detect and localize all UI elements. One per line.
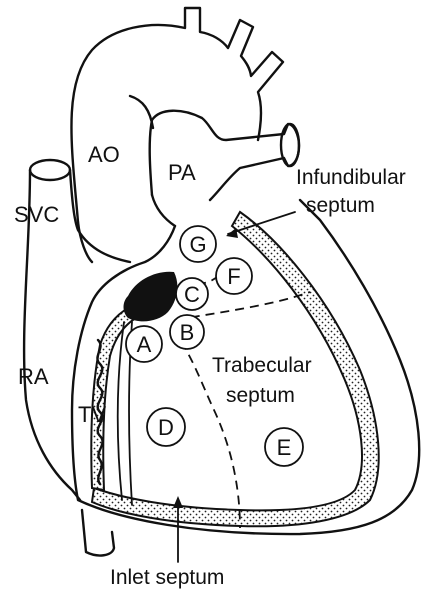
- trabecular-label-line2: septum: [226, 384, 295, 407]
- svc-label: SVC: [14, 202, 59, 227]
- infundibular-label-line2: septum: [306, 194, 375, 217]
- region-d-circle: [146, 407, 186, 447]
- ra-label: RA: [18, 364, 49, 389]
- ventricle-outer-wall: [70, 198, 421, 536]
- right-atrium-svc: [22, 158, 132, 557]
- region-f-circle: [215, 257, 253, 295]
- septal-band: [90, 210, 380, 528]
- region-f-label: F: [227, 264, 240, 289]
- region-d-label: D: [158, 415, 174, 440]
- trabecular-label-line1: Trabecular: [212, 354, 312, 377]
- region-e-circle: [264, 427, 304, 467]
- region-b-circle: [169, 314, 205, 350]
- tv-label: TV: [78, 402, 106, 427]
- region-c-label: C: [184, 282, 200, 307]
- region-b-label: B: [180, 320, 195, 345]
- pulmonary-artery: [148, 109, 301, 228]
- region-a-circle: [125, 325, 163, 363]
- region-g-circle: [179, 225, 217, 263]
- inlet-septum-label: Inlet septum: [110, 566, 224, 589]
- pa-label: PA: [168, 160, 196, 185]
- defect-circles: [125, 225, 304, 467]
- pointer-arrows: [173, 211, 296, 563]
- membranous-septum: [123, 271, 178, 322]
- ao-label: AO: [88, 142, 120, 167]
- region-g-label: G: [189, 232, 206, 257]
- infundibular-label-line1: Infundibular: [296, 166, 406, 189]
- region-a-label: A: [137, 332, 152, 357]
- region-e-label: E: [277, 435, 292, 460]
- region-c-circle: [175, 277, 209, 311]
